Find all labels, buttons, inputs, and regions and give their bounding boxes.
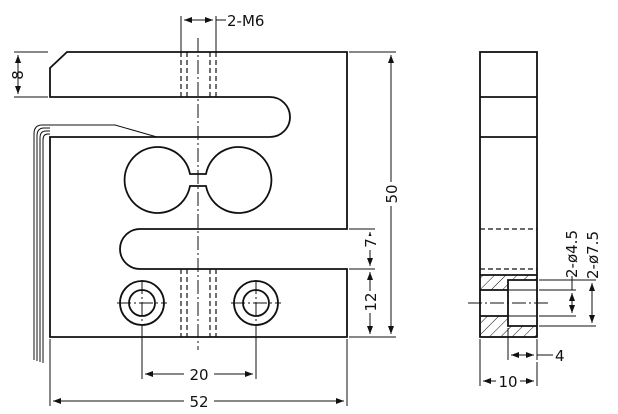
mounting-hole-right: [231, 280, 281, 326]
cable: [33, 124, 158, 363]
dimension-thickness: 10: [479, 339, 538, 391]
dim-counterbore-depth: 4: [555, 347, 565, 365]
dim-hole-spacing: 20: [189, 366, 208, 384]
side-view: [468, 51, 550, 338]
dimension-thread: 2-M6: [180, 12, 264, 52]
front-view: [33, 38, 348, 363]
dim-top-arm: 8: [9, 70, 27, 80]
dimension-slot: 7: [349, 228, 380, 270]
hidden-thread-lines: [180, 52, 217, 337]
dim-height: 50: [383, 184, 401, 203]
mounting-hole-left: [117, 280, 167, 326]
dim-slot: 7: [362, 238, 380, 248]
dimension-bottom-arm: 12: [349, 272, 380, 338]
dim-bottom-arm: 12: [362, 292, 380, 311]
dimension-counterbore-dia: 2-ø7.5: [539, 231, 602, 327]
dimension-counterbore-depth: 4: [507, 328, 565, 365]
gauge-hole: [123, 146, 273, 214]
dimension-top-arm: 8: [9, 51, 48, 98]
dim-width: 52: [189, 393, 208, 411]
thread-label: 2-M6: [227, 12, 264, 30]
dimension-width: 52: [49, 339, 348, 411]
dim-counterbore-dia: 2-ø7.5: [584, 231, 602, 279]
dim-hole-dia: 2-ø4.5: [563, 230, 581, 278]
dimension-height: 50: [349, 51, 401, 338]
dimension-hole-spacing: 20: [141, 326, 257, 384]
dim-thickness: 10: [498, 373, 517, 391]
dimension-hole-dia: 2-ø4.5: [539, 230, 581, 317]
